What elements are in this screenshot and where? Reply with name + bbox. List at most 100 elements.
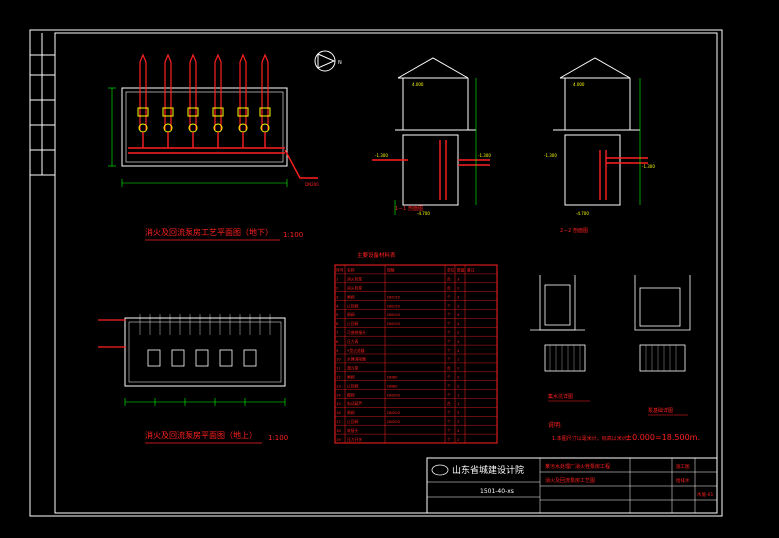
table-cell: 3 xyxy=(457,277,460,282)
table-cell: 台 xyxy=(447,366,451,371)
table-cell: 水锤消除器 xyxy=(347,357,366,362)
table-cell: 闸阀 xyxy=(347,410,355,415)
table-cell: 潜污泵 xyxy=(347,366,359,371)
section-2-label: 2－2 剖面图 xyxy=(560,227,588,234)
table-cell: 个 xyxy=(447,437,451,442)
table-cell: DN150 xyxy=(387,294,401,299)
notes-elevation: ±0.000=18.500m. xyxy=(625,433,700,442)
table-cell: 闸阀 xyxy=(347,294,355,299)
svg-text:-1.300: -1.300 xyxy=(478,153,491,158)
table-cell: 2 xyxy=(336,285,339,290)
notes: 说明: 1.本图尺寸以毫米计，标高以米计。 ±0.000=18.500m. xyxy=(548,421,700,442)
plan-underground-title: 消火及回流泵房工艺平面图（地下） xyxy=(145,227,273,237)
table-cell: 个 xyxy=(447,357,451,362)
table-cell: Y型过滤器 xyxy=(347,348,365,353)
table-cell: 5 xyxy=(336,312,339,317)
table-cell: 个 xyxy=(447,410,451,415)
table-cell: 4 xyxy=(336,303,339,308)
plan-underground-scale: 1:100 xyxy=(283,231,303,239)
table-cell: 18 xyxy=(336,428,341,433)
table-cell: 1 xyxy=(457,392,460,397)
notes-line-1: 1.本图尺寸以毫米计，标高以米计。 xyxy=(552,435,632,442)
detail-1: 集水坑详图 xyxy=(530,275,590,402)
project-name: 某污水处理厂消火栓泵房工程 xyxy=(545,463,610,470)
svg-text:4.000: 4.000 xyxy=(573,82,585,87)
sheet-number: 水施-01 xyxy=(697,491,713,498)
detail-2-label: 泵基础详图 xyxy=(648,407,673,414)
table-cell: 4 xyxy=(457,321,460,326)
table-header-cell: 序号 xyxy=(336,268,344,273)
table-cell: 2 xyxy=(457,366,460,371)
plan-aboveground-scale: 1:100 xyxy=(268,434,288,442)
table-cell: 14 xyxy=(336,392,341,397)
table-cell: 止回阀 xyxy=(347,383,359,388)
table-cell: 个 xyxy=(447,339,451,344)
table-header-cell: 备注 xyxy=(467,268,475,273)
table-cell: 10 xyxy=(336,357,341,362)
table-cell: 12 xyxy=(336,374,341,379)
table-cell: 19 xyxy=(336,437,341,442)
table-cell: 止回阀 xyxy=(347,419,359,424)
section-2-2: 4.000 -1.300 -1.300 -4.700 2－2 剖面图 xyxy=(544,57,655,234)
table-cell: 2 xyxy=(457,330,460,335)
detail-2: 泵基础详图 xyxy=(634,275,691,416)
table-cell: DN80 xyxy=(387,383,398,388)
table-cell: 3 xyxy=(457,294,460,299)
table-cell: 3 xyxy=(457,410,460,415)
table-cell: 1 xyxy=(457,357,460,362)
table-cell: 2 xyxy=(457,374,460,379)
table-cell: 17 xyxy=(336,419,341,424)
table-cell: 13 xyxy=(336,383,341,388)
table-cell: 4 xyxy=(457,339,460,344)
table-cell: 15 xyxy=(336,401,341,406)
discipline: 给排水 xyxy=(676,477,690,484)
svg-text:-4.700: -4.700 xyxy=(576,211,589,216)
table-cell: 个 xyxy=(447,321,451,326)
table-cell: 个 xyxy=(447,348,451,353)
svg-text:-1.300: -1.300 xyxy=(642,164,655,169)
table-cell: 台 xyxy=(447,277,451,282)
table-cell: DN200 xyxy=(387,419,401,424)
company-logo-icon xyxy=(431,464,449,476)
table-cell: 个 xyxy=(447,392,451,397)
equipment-table-title: 主要设备材料表 xyxy=(357,251,396,259)
table-cell: 2 xyxy=(457,285,460,290)
table-cell: 1 xyxy=(457,401,460,406)
table-cell: 8 xyxy=(336,339,339,344)
svg-text:N: N xyxy=(338,60,342,66)
table-cell: 个 xyxy=(447,294,451,299)
table-cell: 3 xyxy=(336,294,339,299)
plan-aboveground-title: 消火及回流泵房平面图（地上） xyxy=(145,430,257,440)
table-cell: 2 xyxy=(457,437,460,442)
table-cell: DN200 xyxy=(387,392,401,397)
table-cell: 3 xyxy=(457,419,460,424)
table-cell: 4 xyxy=(457,428,460,433)
table-cell: 4 xyxy=(457,348,460,353)
drawing-frame xyxy=(29,29,723,517)
table-cell: 止回阀 xyxy=(347,303,359,308)
table-cell: DN100 xyxy=(387,321,401,326)
table-cell: 台 xyxy=(447,285,451,290)
svg-text:DN200: DN200 xyxy=(305,182,319,187)
table-cell: DN80 xyxy=(387,374,398,379)
table-cell: 3 xyxy=(457,303,460,308)
table-cell: 个 xyxy=(447,330,451,335)
stage: 施工图 xyxy=(676,463,690,470)
table-cell: 个 xyxy=(447,428,451,433)
title-block: 山东省城建设计院 1501-40-xs 某污水处理厂消火栓泵房工程 消火及回流泵… xyxy=(426,457,718,514)
table-cell: 消火栓泵 xyxy=(347,285,362,290)
table-cell: DN150 xyxy=(387,303,401,308)
table-cell: 闸阀 xyxy=(347,374,355,379)
table-cell: 个 xyxy=(447,383,451,388)
plan-aboveground: 消火及回流泵房平面图（地上） 1:100 xyxy=(98,314,288,444)
detail-1-label: 集水坑详图 xyxy=(548,393,573,400)
table-cell: 个 xyxy=(447,419,451,424)
section-1-1: 4.000 -1.300 -1.300 -4.700 1－1 剖面图 xyxy=(372,57,491,216)
table-cell: 闸阀 xyxy=(347,312,355,317)
notes-heading: 说明: xyxy=(548,421,562,429)
table-cell: DN100 xyxy=(387,312,401,317)
table-cell: 4 xyxy=(457,312,460,317)
table-cell: 压力表 xyxy=(347,339,359,344)
table-header-cell: 数量 xyxy=(457,268,465,273)
